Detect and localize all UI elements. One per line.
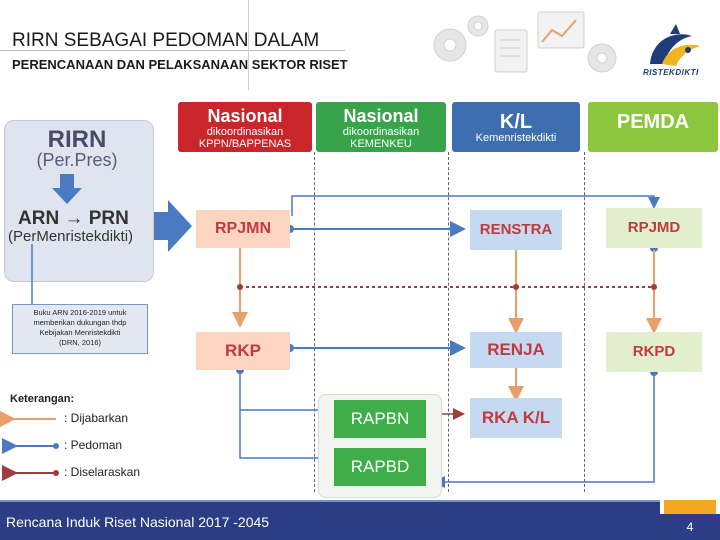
callout-line: memberikan dukungan thdp: [13, 318, 147, 328]
arn-prn-label: ARN → PRN: [18, 208, 129, 230]
page-number: 4: [660, 514, 720, 540]
box-rapbd: RAPBD: [334, 448, 426, 486]
legend-item-dijabarkan: : Dijabarkan: [64, 411, 128, 425]
legend-item-diselaraskan: : Diselaraskan: [64, 465, 140, 479]
callout-connector: [30, 244, 34, 306]
callout-line: (DRN, 2016): [13, 338, 147, 348]
callout-line: Buku ARN 2016-2019 untuk: [13, 308, 147, 318]
callout-note: Buku ARN 2016-2019 untuk memberikan duku…: [12, 304, 148, 354]
callout-line: Kebijakan Menristekdikti: [13, 328, 147, 338]
footer-accent: [660, 500, 720, 514]
down-arrow-icon: [52, 174, 82, 206]
legend-item-pedoman: : Pedoman: [64, 438, 122, 452]
box-rkp: RKP: [196, 332, 290, 370]
box-renstra: RENSTRA: [470, 210, 562, 250]
arn-prn-sublabel: (PerMenristekdikti): [8, 228, 133, 245]
box-rkpd: RKPD: [606, 332, 702, 372]
rirn-subtitle: (Per.Pres): [12, 150, 142, 171]
box-rapbn: RAPBN: [334, 400, 426, 438]
box-rpjmd: RPJMD: [606, 208, 702, 248]
box-renja: RENJA: [470, 332, 562, 368]
legend-title: Keterangan:: [10, 393, 74, 405]
box-rka-kl: RKA K/L: [470, 398, 562, 438]
box-rpjmn: RPJMN: [196, 210, 290, 248]
footer-title: Rencana Induk Riset Nasional 2017 -2045: [6, 514, 269, 530]
